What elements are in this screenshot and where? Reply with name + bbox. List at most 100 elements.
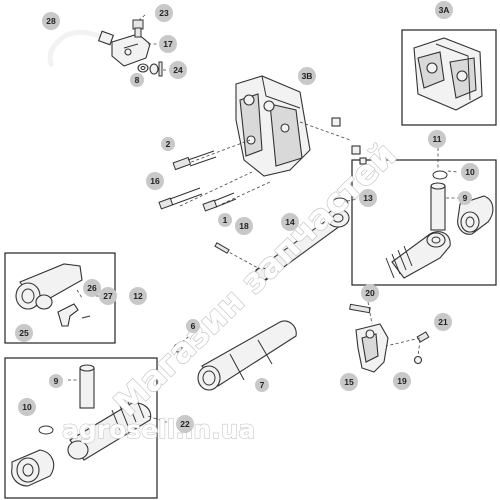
- svg-text:14: 14: [285, 217, 295, 227]
- svg-text:2: 2: [166, 139, 171, 149]
- svg-text:10: 10: [22, 402, 32, 412]
- pin-part-24: [158, 61, 163, 77]
- svg-text:27: 27: [103, 291, 113, 301]
- callout-27: 27: [99, 287, 117, 305]
- callout-2: 2: [161, 137, 175, 151]
- leader-bracket-pin: [299, 121, 351, 141]
- svg-text:18: 18: [239, 221, 249, 231]
- callout-6: 6: [186, 319, 200, 333]
- callout-28: 28: [42, 12, 60, 30]
- callout-19: 19: [393, 372, 411, 390]
- ball-socket-part-9-top: [457, 195, 494, 235]
- bolt-part-16: [158, 187, 203, 210]
- svg-text:7: 7: [260, 380, 265, 390]
- square-nut-3: [359, 157, 367, 165]
- leader-bolt-1: [221, 181, 271, 205]
- pin-part-20: [349, 303, 371, 314]
- svg-text:6: 6: [191, 321, 196, 331]
- leader-22: [147, 415, 173, 425]
- leader-10-top: [447, 170, 459, 173]
- callout-15: 15: [340, 373, 358, 391]
- svg-text:12: 12: [133, 291, 143, 301]
- pin-part-9-bottom: [79, 364, 95, 409]
- pin-part-18: [214, 242, 230, 254]
- svg-text:24: 24: [173, 65, 183, 75]
- callout-7: 7: [255, 378, 269, 392]
- svg-text:17: 17: [163, 39, 173, 49]
- callout-10-top: 10: [461, 163, 479, 181]
- ball-part-6: [173, 343, 183, 353]
- callout-10-bottom: 10: [18, 398, 36, 416]
- inset-frame-3a: [401, 29, 497, 126]
- callout-9-top: 9: [458, 191, 472, 205]
- callout-17: 17: [159, 35, 177, 53]
- watermark-url: agrosell.in.ua: [62, 415, 255, 444]
- callout-3b: 3B: [298, 67, 316, 85]
- bracket-part-15: [355, 323, 389, 373]
- svg-text:8: 8: [135, 75, 140, 85]
- callout-1: 1: [218, 213, 232, 227]
- callout-24: 24: [169, 61, 187, 79]
- svg-text:3A: 3A: [439, 5, 450, 15]
- callout-9-bottom: 9: [49, 374, 63, 388]
- washer-part-8: [137, 63, 159, 75]
- callout-14: 14: [281, 213, 299, 231]
- hose-part-28: [47, 29, 115, 68]
- svg-text:3B: 3B: [302, 71, 313, 81]
- leader-18: [224, 249, 259, 269]
- clip-part-27: [57, 303, 91, 327]
- callout-21: 21: [434, 313, 452, 331]
- svg-text:25: 25: [19, 328, 29, 338]
- callout-16: 16: [146, 172, 164, 190]
- callout-12: 12: [129, 287, 147, 305]
- nut-part-19: [413, 355, 423, 365]
- leader-20: [367, 301, 373, 325]
- pin-part-11: [430, 182, 446, 231]
- callout-26: 26: [83, 279, 101, 297]
- callout-20: 20: [361, 284, 379, 302]
- svg-text:22: 22: [180, 419, 190, 429]
- leader-23: [138, 14, 146, 21]
- callout-3a: 3A: [435, 1, 453, 19]
- svg-text:1: 1: [223, 215, 228, 225]
- leader-26: [76, 289, 83, 299]
- svg-text:13: 13: [363, 193, 373, 203]
- bracket-part-3b: [235, 75, 311, 177]
- callout-13: 13: [359, 189, 377, 207]
- square-nut-2: [351, 145, 361, 155]
- leader-21-bracket: [385, 337, 421, 347]
- ball-part-26: [35, 294, 53, 310]
- fitting-part-23: [132, 19, 144, 38]
- callout-23: 23: [155, 4, 173, 22]
- svg-text:19: 19: [397, 376, 407, 386]
- valve-bracket-part-17: [111, 33, 151, 67]
- leader-bolt-2: [185, 139, 251, 165]
- link-end-top-inset: [385, 231, 451, 279]
- svg-text:23: 23: [159, 8, 169, 18]
- inset-frame-lower-link-end: [4, 357, 158, 499]
- callout-18: 18: [235, 217, 253, 235]
- ball-socket-bottom: [11, 449, 55, 487]
- svg-text:26: 26: [87, 283, 97, 293]
- bolt-part-21: [416, 331, 430, 343]
- leader-13: [346, 198, 359, 202]
- leader-21: [417, 339, 421, 357]
- square-nut: [331, 117, 341, 127]
- ball-end-part-25: [15, 263, 83, 310]
- handle-part-14: [254, 208, 350, 281]
- svg-text:15: 15: [344, 377, 354, 387]
- leader-6: [181, 333, 193, 343]
- svg-text:21: 21: [438, 317, 448, 327]
- tube-part-7: [197, 320, 297, 391]
- svg-text:10: 10: [465, 167, 475, 177]
- svg-text:11: 11: [433, 134, 442, 144]
- bolt-part-1: [202, 192, 237, 212]
- ring-part-13: [331, 197, 349, 211]
- bracket-part-3a: [413, 37, 483, 111]
- callout-11: 11: [428, 130, 446, 148]
- svg-text:9: 9: [463, 193, 468, 203]
- inset-frame-top-link-end: [351, 159, 497, 286]
- callout-25: 25: [15, 324, 33, 342]
